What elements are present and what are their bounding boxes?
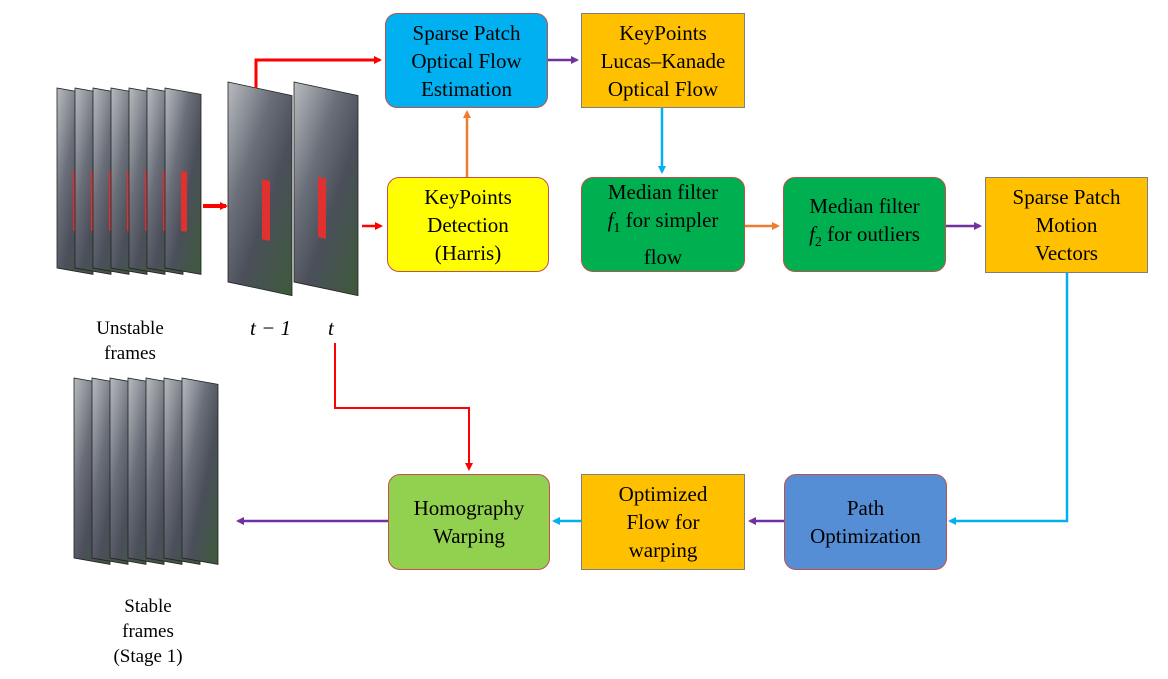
box-line: Warping — [433, 524, 505, 548]
arrow-vectors-to-pathopt — [948, 273, 1069, 525]
f2-symbol: f — [809, 221, 815, 246]
f1-subscript: 1 — [613, 221, 621, 237]
caption-line: frames — [104, 343, 156, 364]
box-line: warping — [628, 538, 698, 562]
box-line: Optical Flow — [607, 76, 719, 101]
box-line: Sparse Patch — [1012, 185, 1121, 209]
t-label: t — [328, 316, 334, 340]
box-line: KeyPoints — [619, 20, 707, 45]
path-optimization-box: Path Optimization — [784, 474, 947, 570]
stable-frames-stack — [73, 377, 219, 565]
caption-line: Unstable — [96, 318, 164, 339]
optimized-flow-box: Optimized Flow for warping — [581, 474, 745, 570]
frame-t — [293, 81, 359, 297]
box-line: Path — [846, 496, 885, 520]
box-line: Median filter — [607, 179, 719, 204]
caption-line: frames — [122, 621, 174, 642]
f1-symbol: f — [607, 207, 614, 232]
caption-line: (Stage 1) — [113, 646, 183, 667]
box-line: Optimization — [810, 524, 921, 548]
f2-rest: for outliers — [821, 221, 920, 246]
f1-rest: for simpler — [620, 207, 719, 232]
unstable-frames-stack — [56, 87, 202, 275]
box-line: Optical Flow — [411, 48, 522, 73]
box-line: f2 for outliers — [809, 220, 920, 257]
homography-warping-box: Homography Warping — [388, 474, 550, 570]
sparse-patch-optical-flow-box: Sparse Patch Optical Flow Estimation — [385, 13, 548, 108]
box-line: KeyPoints — [424, 184, 512, 209]
f2-subscript: 2 — [814, 235, 822, 251]
arrow-t-to-homography — [334, 343, 473, 471]
median-filter-f2-box: Median filter f2 for outliers — [783, 177, 946, 272]
box-line: Homography — [413, 496, 525, 520]
box-line: Lucas–Kanade — [600, 48, 726, 73]
box-line: flow — [643, 245, 683, 270]
box-line: Motion — [1035, 213, 1098, 237]
box-line: Sparse Patch — [412, 20, 521, 45]
caption-line: Stable — [124, 596, 172, 617]
box-line: (Harris) — [434, 240, 502, 265]
sparse-patch-motion-vectors-box: Sparse Patch Motion Vectors — [985, 177, 1148, 273]
box-line: Detection — [427, 212, 509, 237]
arrow-frames-to-sparse-flow — [254, 56, 382, 88]
median-filter-f1-box: Median filter f1 for simpler flow — [581, 177, 745, 272]
box-line: f1 for simpler — [608, 206, 719, 243]
stable-frames-caption: Stable frames (Stage 1) — [88, 594, 208, 669]
box-line: Optimized — [618, 482, 708, 506]
t-minus-1-label: t − 1 — [250, 316, 292, 340]
box-line: Vectors — [1035, 241, 1098, 265]
keypoints-lucas-kanade-box: KeyPoints Lucas–Kanade Optical Flow — [581, 13, 745, 108]
box-line: Flow for — [626, 510, 700, 534]
unstable-frames-caption: Unstable frames — [70, 316, 190, 366]
keypoints-detection-box: KeyPoints Detection (Harris) — [387, 177, 549, 272]
box-line: Median filter — [809, 193, 920, 218]
box-line: Estimation — [421, 76, 512, 101]
frame-t-minus-1 — [227, 81, 293, 297]
